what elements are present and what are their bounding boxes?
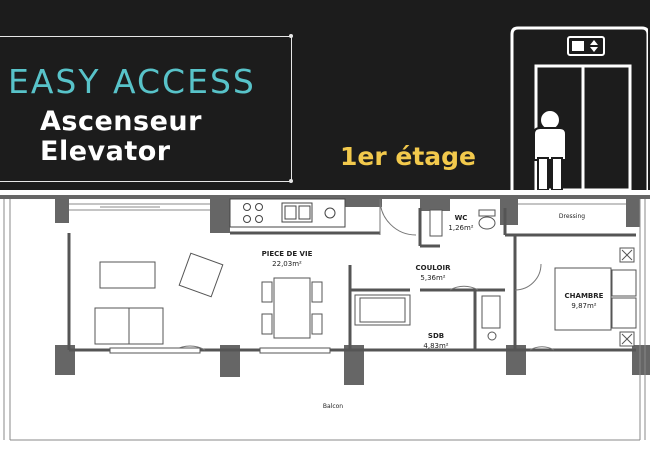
subtitle-english: Elevator (40, 136, 171, 167)
pillar (506, 345, 526, 375)
dressing-label: Dressing (559, 213, 585, 220)
pillar (55, 345, 75, 375)
wc-area: 1,26m² (448, 224, 473, 232)
frame-corner-dot (289, 34, 293, 38)
wall-segment (420, 199, 450, 211)
dining-table (273, 277, 311, 339)
pillar (500, 199, 518, 225)
living-room-area: 22,03m² (272, 260, 302, 268)
toilet (478, 216, 496, 230)
pillar (344, 345, 364, 385)
hall-area: 5,36m² (420, 274, 445, 282)
subtitle-french: Ascenseur (40, 106, 202, 137)
armchair (178, 252, 224, 298)
wall-segment (340, 199, 382, 207)
wc-label: WC (455, 214, 468, 222)
wc-cabinet (429, 209, 443, 237)
pillar (210, 199, 230, 233)
floor-label: 1er étage (340, 142, 477, 171)
balcony-label: Balcon (323, 403, 343, 410)
bedroom-area: 9,87m² (571, 302, 596, 310)
headline-easy-access: EASY ACCESS (8, 62, 256, 101)
floor-plan: PIECE DE VIE 22,03m² COULOIR 5,36m² WC 1… (0, 190, 650, 450)
pillar (220, 345, 240, 377)
sink (481, 295, 501, 329)
frame-corner-dot (289, 179, 293, 183)
pillar (626, 199, 640, 227)
bathroom-area: 4,83m² (423, 342, 448, 350)
elevator-icon (510, 26, 648, 190)
bed (554, 267, 612, 331)
title-frame (0, 36, 292, 182)
bedroom-label: CHAMBRE (565, 292, 604, 300)
living-room-label: PIECE DE VIE (262, 250, 313, 258)
bathroom-label: SDB (428, 332, 444, 340)
coffee-table (99, 261, 156, 289)
pillar (55, 199, 69, 223)
wall-top (0, 195, 650, 199)
hall-label: COULOIR (416, 264, 452, 272)
